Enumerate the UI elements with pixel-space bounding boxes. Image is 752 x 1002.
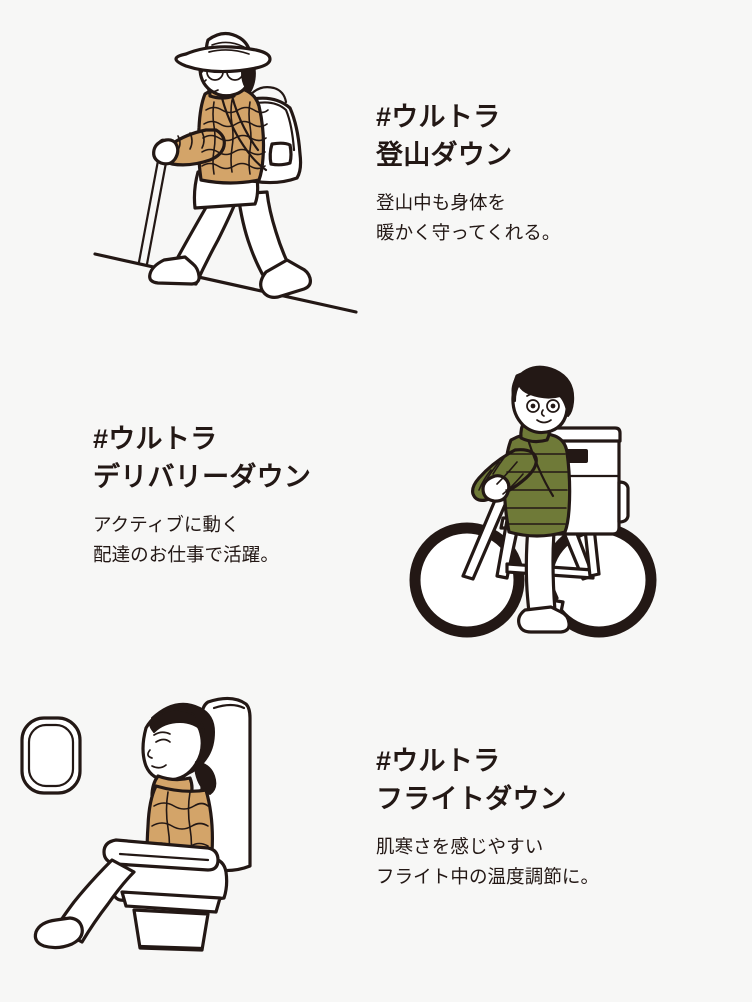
airplane-seat-passenger-illustration bbox=[0, 680, 372, 960]
hat-icon bbox=[174, 31, 272, 74]
airplane-window-icon bbox=[20, 716, 82, 795]
feature-block-flight: #ウルトラ フライトダウン 肌寒さを感じやすい フライト中の温度調節に。 bbox=[0, 680, 726, 960]
hiking-subcopy: 登山中も身体を 暖かく守ってくれる。 bbox=[376, 191, 561, 243]
flight-subcopy: 肌寒さを感じやすい フライト中の温度調節に。 bbox=[376, 835, 600, 887]
quilt-pattern bbox=[177, 99, 269, 175]
delivery-subcopy: アクティブに動く 配達のお仕事で活躍。 bbox=[93, 513, 279, 565]
hiking-headline: #ウルトラ 登山ダウン bbox=[376, 102, 513, 171]
flight-copy: #ウルトラ フライトダウン 肌寒さを感じやすい フライト中の温度調節に。 bbox=[376, 680, 726, 892]
hiking-copy: #ウルトラ 登山ダウン 登山中も身体を 暖かく守ってくれる。 bbox=[376, 22, 716, 248]
hiker-on-slope-illustration bbox=[0, 22, 372, 322]
flight-headline: #ウルトラ フライトダウン bbox=[376, 746, 567, 815]
slope-line-icon bbox=[93, 252, 358, 314]
delivery-headline: #ウルトラ デリバリーダウン bbox=[93, 424, 312, 493]
delivery-cyclist-illustration bbox=[403, 358, 673, 648]
delivery-copy: #ウルトラ デリバリーダウン アクティブに動く 配達のお仕事で活躍。 bbox=[0, 358, 393, 570]
feature-block-hiking: #ウルトラ 登山ダウン 登山中も身体を 暖かく守ってくれる。 bbox=[0, 22, 716, 322]
feature-block-delivery: #ウルトラ デリバリーダウン アクティブに動く 配達のお仕事で活躍。 bbox=[0, 358, 673, 648]
